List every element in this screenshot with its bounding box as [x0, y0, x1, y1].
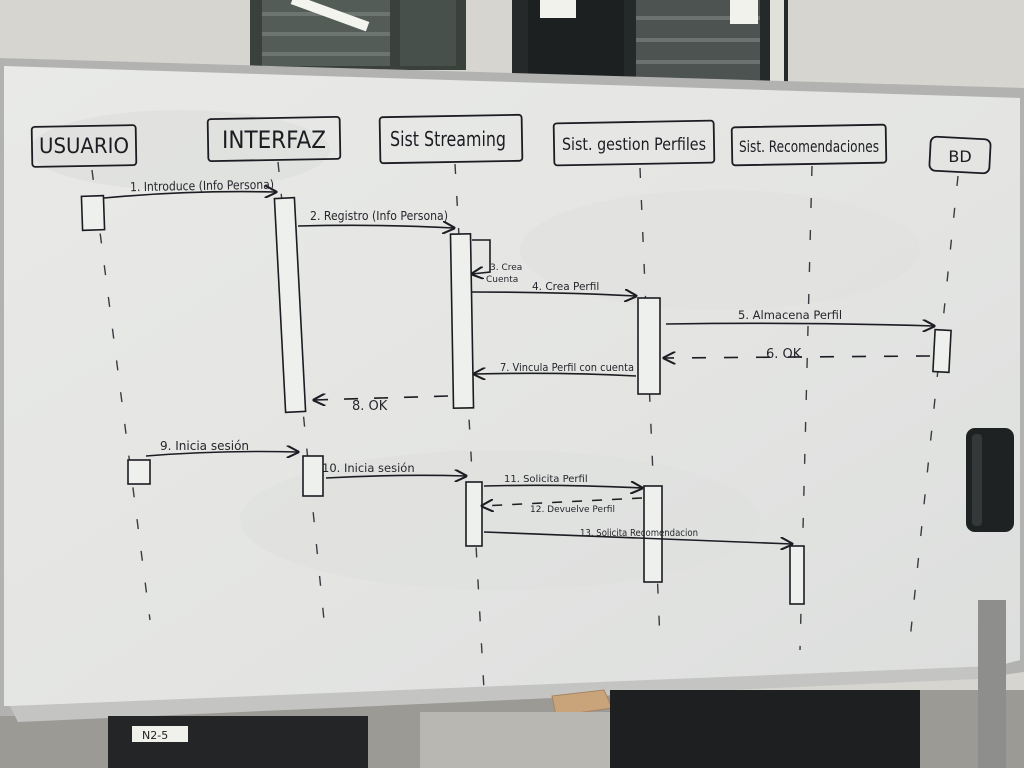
- message-1-arrow: [103, 192, 276, 199]
- lifeline-bd-label: BD: [948, 147, 971, 166]
- lifeline-recomendaciones: Sist. Recomendaciones: [730, 123, 888, 167]
- activation-streaming-1: [449, 233, 475, 409]
- activation-perfiles-1: [637, 297, 661, 395]
- activation-bd-1: [932, 328, 952, 374]
- message-12-label: 12. Devuelve Perfil: [530, 505, 615, 515]
- lifeline-usuario: USUARIO: [30, 124, 138, 168]
- message-5-arrow: [665, 323, 934, 326]
- message-6-label: 6. OK: [766, 347, 802, 362]
- lifeline-recomendaciones-label: Sist. Recomendaciones: [739, 137, 879, 156]
- message-13-arrow: [483, 531, 792, 544]
- message-2-arrow: [297, 225, 454, 228]
- window-left: [250, 0, 466, 70]
- activation-bars: [80, 194, 952, 605]
- message-3-label2: Cuenta: [486, 275, 518, 285]
- activation-usuario-1: [80, 194, 106, 232]
- desk-light: [420, 712, 610, 768]
- lifeline-interfaz: INTERFAZ: [206, 116, 342, 162]
- message-13-label: 13. Solicita Recomendacion: [580, 528, 698, 539]
- message-6-arrow: [664, 356, 931, 358]
- message-10-label: 10. Inicia sesión: [322, 461, 415, 475]
- message-8-label: 8. OK: [352, 399, 388, 414]
- window-right: [512, 0, 788, 84]
- message-5-label: 5. Almacena Perfil: [738, 308, 842, 322]
- message-3-arrow: [472, 239, 491, 274]
- activation-streaming-2: [465, 481, 483, 547]
- activation-usuario-2: [127, 459, 151, 485]
- message-9-arrow: [145, 452, 298, 457]
- message-7-arrow: [474, 373, 637, 376]
- activation-interfaz-1: [273, 196, 307, 414]
- message-2-label: 2. Registro (Info Persona): [310, 208, 448, 223]
- lifeline-bd: BD: [928, 135, 992, 175]
- stand-leg: [978, 600, 1006, 768]
- message-4-arrow: [471, 292, 636, 296]
- desk-label-tag: [132, 726, 188, 742]
- eraser: [966, 428, 1014, 532]
- message-8-arrow: [314, 396, 449, 400]
- activation-recomendaciones-1: [789, 545, 805, 605]
- message-7-label: 7. Vincula Perfil con cuenta: [500, 361, 634, 374]
- desk-dark-right: [610, 690, 920, 768]
- activation-interfaz-2: [302, 455, 324, 497]
- message-11-label: 11. Solicita Perfil: [504, 474, 588, 485]
- message-10-arrow: [325, 475, 466, 478]
- lifeline-interfaz-label: INTERFAZ: [222, 126, 326, 154]
- lifeline-usuario-label: USUARIO: [39, 134, 129, 158]
- message-12-arrow: [482, 497, 643, 506]
- message-1-label: 1. Introduce (Info Persona): [130, 177, 274, 195]
- message-3-label: 3. Crea: [490, 263, 522, 273]
- whiteboard-tray: [10, 666, 1000, 722]
- desk-label: N2-5: [142, 729, 168, 742]
- lifeline-streaming-label: Sist Streaming: [390, 127, 506, 151]
- message-4-label: 4. Crea Perfil: [532, 281, 599, 293]
- lifeline-perfiles-label: Sist. gestion Perfiles: [562, 135, 706, 155]
- lifeline-streaming: Sist Streaming: [378, 113, 524, 165]
- lifeline-perfiles: Sist. gestion Perfiles: [552, 119, 716, 167]
- activation-perfiles-2: [643, 485, 663, 583]
- message-9-label: 9. Inicia sesión: [160, 439, 249, 453]
- message-11-arrow: [483, 485, 642, 488]
